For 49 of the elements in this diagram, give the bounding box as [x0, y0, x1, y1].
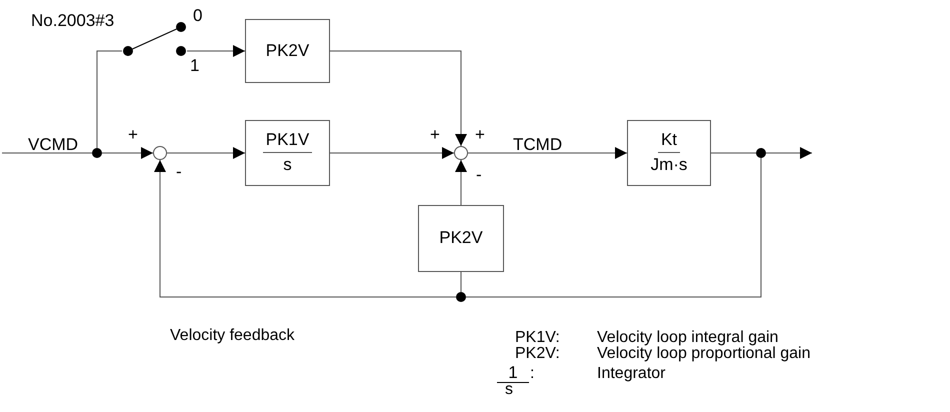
- caption-text: Velocity feedback: [170, 328, 295, 344]
- denominator-text: Jm·s: [650, 156, 688, 175]
- definition-text: Velocity loop integral gain: [597, 330, 778, 346]
- arrow: [468, 147, 628, 159]
- term-label: PK2V:: [515, 346, 560, 362]
- edge-label: VCMD: [28, 136, 78, 153]
- sign-label: +: [475, 126, 485, 143]
- contact-label: 1: [190, 57, 200, 74]
- sign-label: -: [476, 166, 482, 183]
- junction-dot: [756, 148, 766, 158]
- junction-dot: [92, 148, 102, 158]
- arrow: [154, 160, 456, 298]
- edge-label: TCMD: [513, 136, 562, 153]
- connector-line: [96, 50, 122, 148]
- denominator-text: s: [505, 382, 513, 398]
- colon-text: :: [530, 366, 534, 382]
- arrow: [102, 147, 154, 159]
- summing-junction: [153, 146, 167, 160]
- numerator-text: PK1V: [262, 131, 312, 153]
- junction-dot: [456, 292, 466, 302]
- denominator-text: s: [283, 156, 292, 175]
- block-box: [627, 120, 711, 186]
- numerator-text: 1: [497, 364, 529, 383]
- block-box: [418, 205, 504, 272]
- term-label: PK1V:: [515, 330, 560, 346]
- block-label: PK2V: [266, 42, 310, 60]
- block-box: [245, 120, 330, 186]
- connector-line: [2, 152, 92, 154]
- connector-line: [460, 272, 462, 292]
- arrow: [455, 160, 467, 206]
- arrow: [166, 147, 246, 159]
- switch-symbol: [122, 20, 187, 57]
- sign-label: +: [430, 126, 440, 143]
- definition-text: Integrator: [597, 366, 666, 382]
- sign-label: -: [176, 163, 182, 180]
- block-label: PK2V: [439, 229, 483, 248]
- arrow: [186, 45, 246, 57]
- connector-line: [466, 158, 762, 298]
- switch-parameter-label: No.2003#3: [31, 12, 114, 29]
- contact-label: 0: [193, 7, 202, 24]
- block-box: [245, 19, 330, 83]
- connector-line: [710, 152, 756, 154]
- summing-junction: [454, 146, 468, 160]
- arrow: [330, 50, 467, 146]
- definition-text: Velocity loop proportional gain: [597, 346, 810, 362]
- arrow: [766, 147, 812, 159]
- numerator-text: Kt: [658, 131, 680, 153]
- sign-label: +: [128, 126, 138, 143]
- arrow: [330, 147, 454, 159]
